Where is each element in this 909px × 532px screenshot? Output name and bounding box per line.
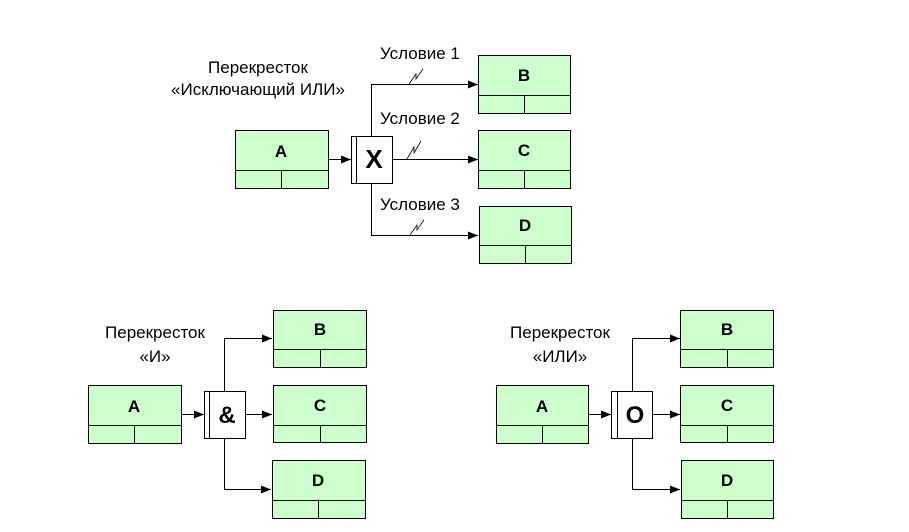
xor-box-b-label: B	[518, 66, 530, 85]
xor-junction[interactable]: X	[351, 136, 393, 184]
condition-1-mark-icon	[408, 68, 424, 85]
xor-arrow-to-b	[371, 80, 478, 136]
and-arrow-to-b	[224, 334, 272, 391]
and-box-d-label: D	[312, 471, 324, 490]
or-junction-symbol: O	[626, 402, 645, 429]
and-diagram: Перекресток «И» A & B C	[88, 310, 367, 519]
condition-1-label: Условие 1	[380, 44, 460, 63]
xor-box-d-label: D	[519, 216, 531, 235]
or-box-b[interactable]: B	[680, 310, 774, 368]
condition-2-mark-icon	[406, 140, 422, 160]
and-box-b-label: B	[314, 320, 326, 339]
condition-3-label: Условие 3	[380, 195, 460, 214]
and-box-a[interactable]: A	[88, 385, 182, 444]
xor-title-line1: Перекресток	[208, 58, 308, 77]
xor-diagram: Перекресток «Исключающий ИЛИ» A X Услови…	[171, 44, 572, 264]
and-box-d[interactable]: D	[272, 460, 366, 519]
xor-box-b[interactable]: B	[478, 55, 571, 114]
or-box-d[interactable]: D	[681, 460, 774, 519]
or-box-d-label: D	[721, 471, 733, 490]
xor-box-a[interactable]: A	[235, 130, 329, 189]
and-title-line1: Перекресток	[105, 323, 205, 342]
or-box-a[interactable]: A	[496, 385, 589, 444]
xor-arrow-to-d	[371, 183, 478, 240]
or-box-a-label: A	[536, 397, 548, 416]
or-junction[interactable]: O	[611, 391, 653, 439]
xor-box-d[interactable]: D	[479, 206, 572, 264]
and-box-c-label: C	[314, 396, 326, 415]
xor-box-a-label: A	[275, 142, 287, 161]
or-box-c-label: C	[721, 396, 733, 415]
xor-title-line2: «Исключающий ИЛИ»	[171, 80, 345, 99]
condition-2-label: Условие 2	[380, 109, 460, 128]
or-box-c[interactable]: C	[680, 385, 774, 443]
or-arrow-to-d	[632, 438, 680, 494]
xor-junction-symbol: X	[365, 144, 383, 174]
and-arrow-to-d	[224, 438, 271, 494]
xor-box-c[interactable]: C	[478, 130, 571, 189]
or-title-line1: Перекресток	[510, 323, 610, 342]
and-box-a-label: A	[128, 397, 140, 416]
condition-3-mark-icon	[409, 219, 425, 236]
or-title-line2: «ИЛИ»	[533, 347, 588, 366]
and-junction-symbol: &	[218, 402, 235, 429]
or-diagram: Перекресток «ИЛИ» A O B C	[496, 310, 774, 519]
and-title-line2: «И»	[139, 347, 170, 366]
and-junction[interactable]: &	[204, 391, 246, 439]
and-box-b[interactable]: B	[273, 310, 367, 368]
and-box-c[interactable]: C	[273, 385, 367, 443]
or-box-b-label: B	[721, 320, 733, 339]
or-arrow-to-b	[632, 334, 680, 391]
xor-box-c-label: C	[518, 141, 530, 160]
